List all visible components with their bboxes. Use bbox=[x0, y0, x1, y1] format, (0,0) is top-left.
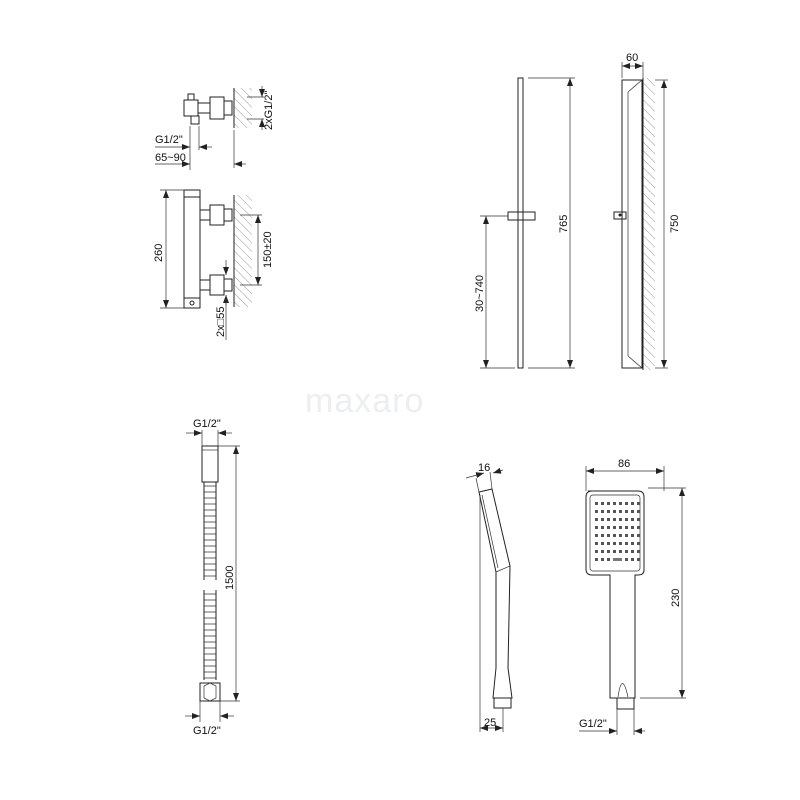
nozzle bbox=[631, 526, 634, 529]
nozzle bbox=[595, 542, 598, 545]
nozzle bbox=[595, 534, 598, 537]
nozzle bbox=[625, 534, 628, 537]
slide-rail-side-view: 60 750 bbox=[613, 52, 681, 370]
nozzle bbox=[631, 510, 634, 513]
shower-hose: 1500 G1/2" G1/2" bbox=[185, 418, 240, 737]
nozzle bbox=[595, 510, 598, 513]
nozzle bbox=[601, 510, 604, 513]
hose-length-label: 1500 bbox=[224, 566, 236, 590]
nozzle bbox=[613, 502, 616, 505]
thermostat-front-view: 260 150±20 2x□55 bbox=[153, 189, 274, 340]
nozzle bbox=[613, 550, 616, 553]
nozzle bbox=[601, 518, 604, 521]
nozzle bbox=[595, 526, 598, 529]
height-label: 260 bbox=[153, 244, 165, 262]
outlet-label: G1/2" bbox=[155, 134, 183, 146]
hand-shower-front-view: 86 230 G1/2" bbox=[579, 458, 686, 735]
nozzle bbox=[613, 526, 616, 529]
nozzle bbox=[613, 542, 616, 545]
nozzle bbox=[631, 558, 634, 561]
base-label: 25 bbox=[484, 717, 496, 729]
nozzle bbox=[631, 502, 634, 505]
nozzle bbox=[625, 502, 628, 505]
nozzle bbox=[595, 502, 598, 505]
nozzle bbox=[607, 534, 610, 537]
nozzle bbox=[625, 558, 628, 561]
nozzle bbox=[619, 526, 622, 529]
nozzle bbox=[631, 534, 634, 537]
nozzle bbox=[625, 550, 628, 553]
spray-nozzles bbox=[595, 502, 640, 561]
nozzle bbox=[619, 510, 622, 513]
thread-label: G1/2" bbox=[579, 718, 607, 730]
nozzle bbox=[631, 550, 634, 553]
nozzle bbox=[607, 510, 610, 513]
width-label: 60 bbox=[626, 52, 638, 64]
nozzle bbox=[637, 502, 640, 505]
nozzle bbox=[637, 534, 640, 537]
logo-plate bbox=[613, 558, 622, 561]
nozzle bbox=[619, 502, 622, 505]
nozzle bbox=[595, 518, 598, 521]
nozzle bbox=[601, 534, 604, 537]
nozzle bbox=[601, 526, 604, 529]
slide-rail-front-view: 765 30~740 bbox=[474, 77, 575, 369]
nozzle bbox=[631, 518, 634, 521]
nozzle bbox=[625, 518, 628, 521]
nozzle bbox=[601, 542, 604, 545]
nozzle bbox=[625, 542, 628, 545]
nozzle bbox=[607, 550, 610, 553]
nozzle bbox=[631, 542, 634, 545]
nozzle bbox=[607, 542, 610, 545]
total-length-label: 765 bbox=[558, 215, 570, 233]
nozzle bbox=[607, 558, 610, 561]
holder-range-label: 30~740 bbox=[474, 275, 486, 312]
nozzle bbox=[637, 558, 640, 561]
connection-label: 2xG1/2" bbox=[263, 91, 275, 130]
nozzle bbox=[607, 526, 610, 529]
nozzle bbox=[625, 526, 628, 529]
watermark-logo: maxaro bbox=[305, 382, 424, 420]
nozzle bbox=[637, 510, 640, 513]
hose-top-thread-label: G1/2" bbox=[193, 418, 221, 430]
nozzle bbox=[607, 502, 610, 505]
hand-shower-side-view: 16 25 bbox=[465, 462, 513, 732]
nozzle bbox=[613, 534, 616, 537]
nozzle bbox=[637, 542, 640, 545]
nozzle bbox=[601, 502, 604, 505]
nozzle bbox=[619, 534, 622, 537]
nozzle bbox=[619, 542, 622, 545]
nozzle bbox=[625, 510, 628, 513]
hose-bottom-thread-label: G1/2" bbox=[193, 725, 221, 737]
nozzle bbox=[595, 558, 598, 561]
width-label: 86 bbox=[618, 458, 630, 470]
length-label: 230 bbox=[670, 589, 682, 607]
nozzle bbox=[595, 550, 598, 553]
center-distance-label: 150±20 bbox=[262, 231, 274, 268]
projection-label: 65~90 bbox=[155, 152, 186, 164]
nozzle bbox=[637, 526, 640, 529]
nozzle bbox=[637, 518, 640, 521]
depth-label: 16 bbox=[478, 462, 490, 474]
nozzle bbox=[637, 550, 640, 553]
nozzle bbox=[613, 510, 616, 513]
rosette-label: 2x□55 bbox=[215, 307, 227, 338]
nozzle bbox=[613, 518, 616, 521]
mount-length-label: 750 bbox=[669, 215, 681, 233]
nozzle bbox=[619, 518, 622, 521]
nozzle bbox=[601, 550, 604, 553]
nozzle bbox=[601, 558, 604, 561]
nozzle bbox=[607, 518, 610, 521]
thermostat-top-view: 2xG1/2" G1/2" 65~90 bbox=[155, 86, 275, 170]
nozzle bbox=[619, 550, 622, 553]
